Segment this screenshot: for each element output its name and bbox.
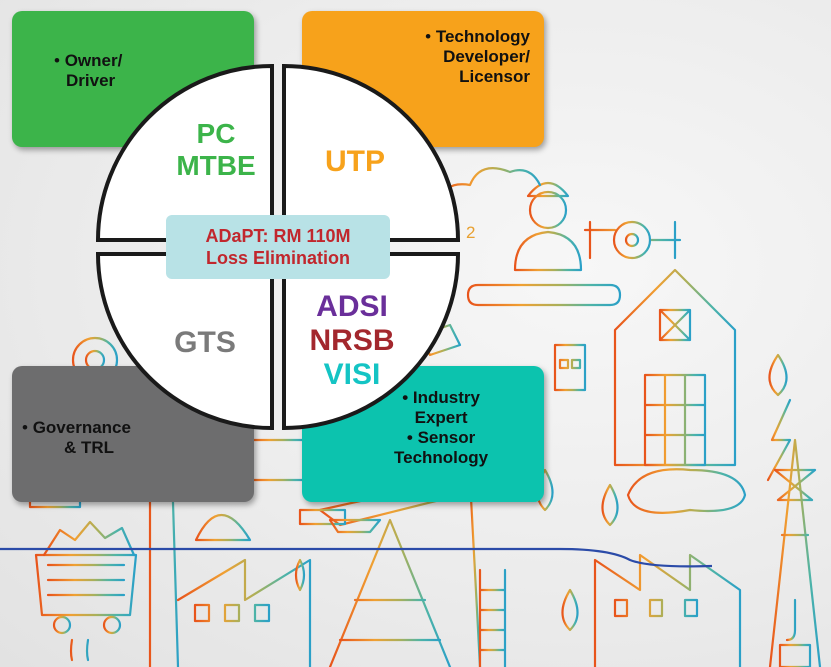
lightning-icon	[766, 398, 792, 482]
quadrant-label-partners: ADSI NRSB VISI	[292, 290, 412, 392]
valve-icon	[583, 220, 682, 260]
power-tower-icon	[768, 438, 822, 667]
center-line-1: ADaPT: RM 110M	[205, 226, 351, 246]
partner-adsi: ADSI	[316, 290, 388, 323]
quadrant-label-pc-mtbe: PC MTBE	[176, 118, 256, 181]
barn-icon	[588, 268, 762, 467]
quadrant-label-utp: UTP	[325, 145, 385, 178]
partner-nrsb: NRSB	[309, 324, 395, 357]
worker-icon	[466, 181, 622, 307]
owner-line-2: Driver	[66, 71, 116, 90]
quadrant-label-gts: GTS	[174, 326, 236, 359]
gov-line-2: & TRL	[64, 438, 115, 457]
ind-line-2: Expert	[414, 408, 468, 427]
tech-line-2: Developer/	[443, 47, 530, 66]
ind-line-3: • Sensor	[406, 428, 476, 447]
mine-cart-icon	[34, 520, 138, 662]
tech-line-3: Licensor	[459, 67, 530, 86]
partner-visi: VISI	[323, 358, 381, 391]
gov-line-1: • Governance	[22, 418, 131, 437]
droplet-icon	[768, 353, 788, 397]
quadrant-bottom-right	[282, 252, 461, 431]
quadrant-top-left	[95, 63, 274, 242]
owner-line-1: • Owner/	[54, 51, 123, 70]
ship-icon	[328, 518, 382, 534]
center-line-2: Loss Elimination	[205, 248, 351, 268]
quadrant-top-right	[282, 63, 461, 242]
co2-subscript: 2	[466, 223, 475, 242]
tech-line-1: • Technology	[425, 27, 530, 46]
ind-line-4: Technology	[394, 448, 489, 467]
ind-line-1: • Industry	[402, 388, 480, 407]
center-adapt-label: ADaPT: RM 110M Loss Elimination	[166, 215, 390, 279]
ground-line	[0, 547, 713, 568]
quadrant-bottom-left	[95, 252, 274, 431]
